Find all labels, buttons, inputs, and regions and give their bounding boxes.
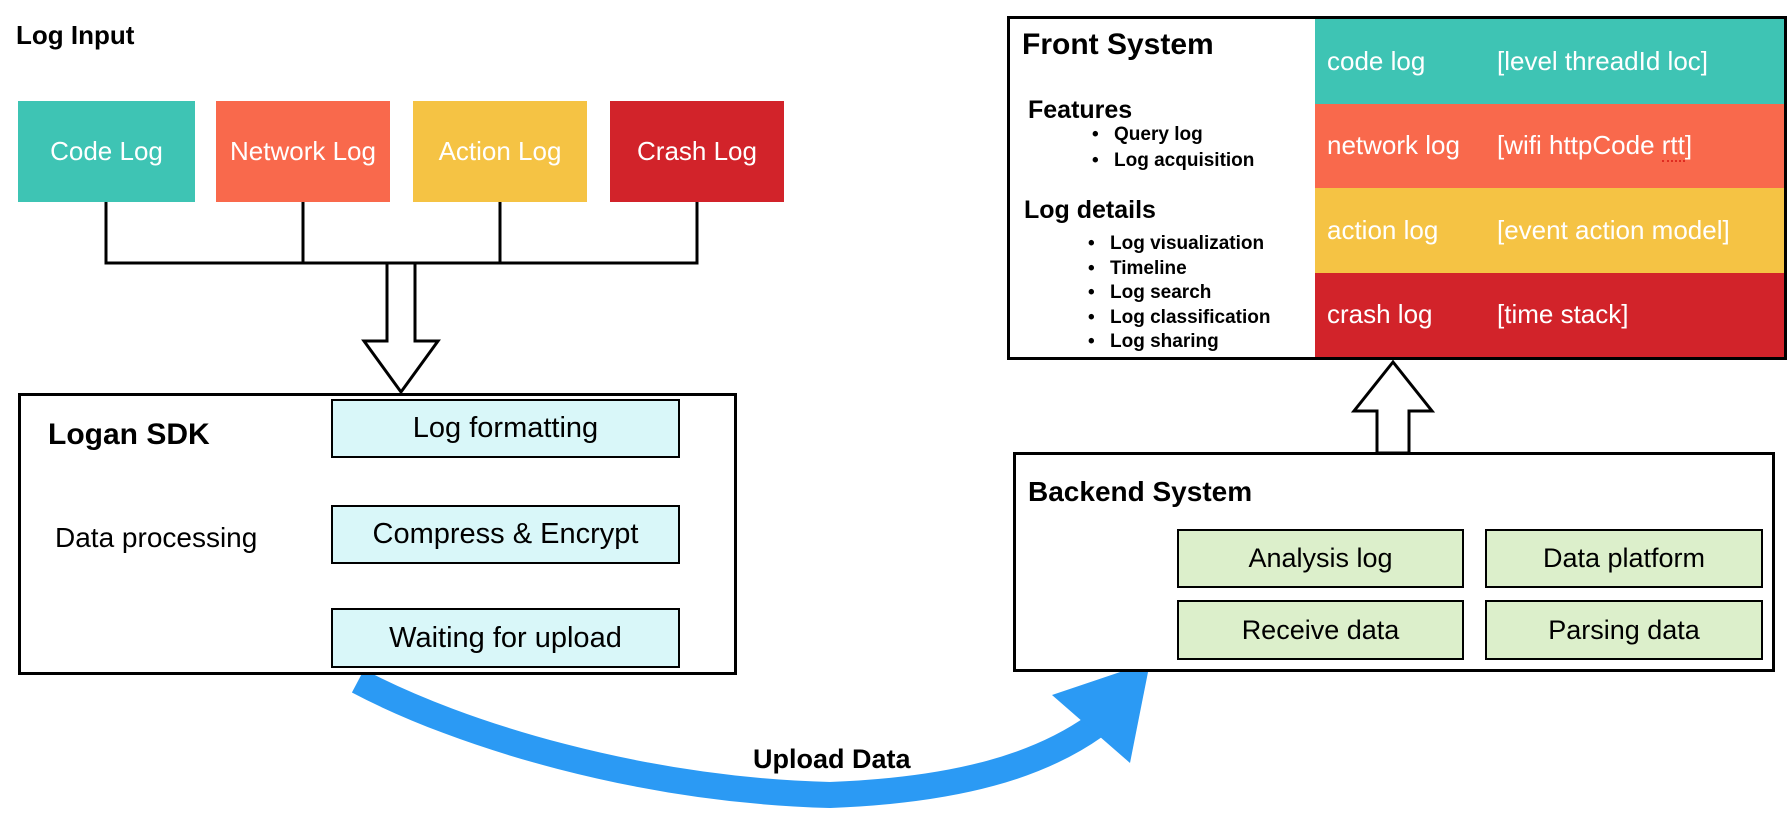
network-value-rtt: rtt [1661, 130, 1685, 163]
down-arrow-icon [361, 261, 441, 395]
input-bus-lines [104, 202, 699, 265]
front-system-title: Front System [1022, 28, 1214, 61]
log-details-item-search: Log search [1082, 281, 1270, 306]
front-row-crash-log: crash log [time stack] [1315, 272, 1784, 357]
front-row-network-log-label: network log [1327, 130, 1460, 161]
front-row-action-log: action log [event action model] [1315, 188, 1784, 273]
upload-arrow-curve [351, 669, 1103, 809]
log-details-item-classification: Log classification [1082, 306, 1270, 331]
sdk-step-compress-encrypt: Compress & Encrypt [331, 505, 680, 564]
sdk-step-log-formatting-label: Log formatting [412, 412, 599, 444]
network-value-prefix: [wifi httpCode [1497, 130, 1662, 161]
backend-box-receive-data-label: Receive data [1241, 614, 1400, 645]
features-item-query-log: Query log [1086, 122, 1254, 148]
network-value-suffix: ] [1684, 130, 1693, 161]
log-details-item-visualization: Log visualization [1082, 232, 1270, 257]
features-list: Query log Log acquisition [1086, 122, 1254, 174]
sdk-step-log-formatting: Log formatting [331, 399, 680, 458]
front-row-code-log-label: code log [1327, 45, 1426, 76]
backend-box-analysis-log: Analysis log [1177, 529, 1464, 588]
backend-box-data-platform-label: Data platform [1542, 543, 1706, 573]
backend-system-title: Backend System [1028, 476, 1253, 507]
backend-box-parsing-data: Parsing data [1485, 600, 1763, 660]
log-details-heading: Log details [1024, 196, 1156, 224]
backend-box-analysis-log-label: Analysis log [1248, 543, 1393, 573]
front-row-crash-log-label: crash log [1327, 299, 1433, 330]
up-arrow-icon [1350, 359, 1436, 455]
features-item-log-acquisition: Log acquisition [1086, 148, 1254, 174]
input-box-code-log-label: Code Log [50, 136, 163, 166]
upload-arrow-head [1052, 662, 1150, 763]
logan-sdk-title: Logan SDK [48, 418, 210, 451]
data-processing-label: Data processing [55, 522, 258, 553]
front-row-code-log-value: [level threadId loc] [1497, 45, 1709, 76]
front-log-rows: code log [level threadId loc] network lo… [1315, 19, 1784, 357]
front-row-crash-log-value: [time stack] [1497, 299, 1629, 330]
backend-box-parsing-data-label: Parsing data [1548, 614, 1700, 645]
input-box-network-log: Network Log [216, 101, 390, 202]
sdk-step-waiting-upload-label: Waiting for upload [389, 621, 622, 654]
log-details-list: Log visualization Timeline Log search Lo… [1082, 232, 1270, 355]
input-box-action-log: Action Log [413, 101, 587, 202]
features-heading: Features [1028, 96, 1133, 124]
input-box-code-log: Code Log [18, 101, 195, 202]
input-box-crash-log-label: Crash Log [637, 136, 757, 166]
upload-arrow-icon [351, 662, 1150, 809]
input-box-network-log-label: Network Log [230, 136, 376, 166]
front-row-network-log-value: [wifi httpCode rtt] [1497, 130, 1693, 163]
sdk-step-waiting-upload: Waiting for upload [331, 608, 680, 668]
front-row-action-log-value: [event action model] [1497, 214, 1730, 245]
front-row-code-log: code log [level threadId loc] [1315, 19, 1784, 104]
input-box-action-log-label: Action Log [438, 136, 562, 166]
upload-data-label: Upload Data [753, 744, 911, 774]
front-row-network-log: network log [wifi httpCode rtt] [1315, 103, 1784, 188]
log-input-title: Log Input [16, 20, 135, 50]
backend-box-data-platform: Data platform [1485, 529, 1763, 588]
sdk-step-compress-encrypt-label: Compress & Encrypt [372, 518, 639, 550]
backend-box-receive-data: Receive data [1177, 600, 1464, 660]
log-details-item-timeline: Timeline [1082, 257, 1270, 282]
front-row-action-log-label: action log [1327, 214, 1439, 245]
log-details-item-sharing: Log sharing [1082, 330, 1270, 355]
input-box-crash-log: Crash Log [610, 101, 784, 202]
